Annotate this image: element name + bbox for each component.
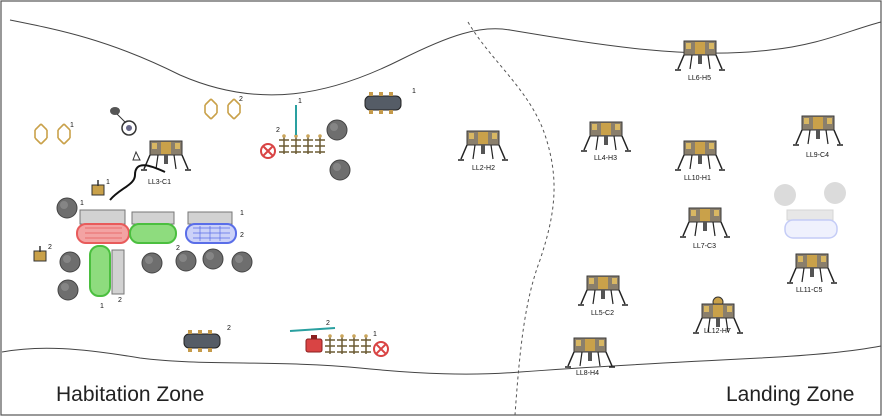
equipment-box-icon: 1 <box>91 179 110 196</box>
lander-label-ll6: LL6-H5 <box>688 75 711 82</box>
lander-icon <box>692 296 744 334</box>
lander-icon <box>792 115 844 146</box>
lander-label-ll10: LL10-H1 <box>684 175 711 182</box>
crater <box>326 119 348 141</box>
svg-text:1: 1 <box>240 210 244 217</box>
habitation-zone-label: Habitation Zone <box>56 383 205 406</box>
lander-icon <box>457 130 509 161</box>
planned-habitat-ghost <box>774 182 846 239</box>
lower-boundary-line <box>1 345 882 375</box>
lander-label-ll4: LL4-H3 <box>594 155 617 162</box>
cable-line <box>109 164 166 201</box>
svg-text:2: 2 <box>276 127 280 134</box>
lander-icon <box>674 140 726 171</box>
pressurized-rover-icon <box>183 329 221 353</box>
hardware-assembly: 2 1 <box>260 98 326 159</box>
lander-label-ll8: LL8-H4 <box>576 370 599 377</box>
svg-text:1: 1 <box>70 122 74 129</box>
lander-icon <box>577 275 629 306</box>
crater <box>202 248 224 270</box>
svg-text:1: 1 <box>412 88 416 95</box>
crater <box>59 251 81 273</box>
equipment-box-icon: 2 <box>33 244 52 262</box>
balloon-icon <box>110 107 137 136</box>
svg-text:1: 1 <box>298 98 302 105</box>
lander-icon <box>564 337 616 368</box>
hardware-assembly-lower: 2 1 <box>289 320 389 357</box>
zone-divider-dashed <box>467 21 555 416</box>
flag-marker <box>132 150 141 161</box>
lander-label-ll5: LL5-C2 <box>591 310 614 317</box>
habitat-module-green <box>129 211 177 244</box>
crater <box>329 159 351 181</box>
landing-zone-label: Landing Zone <box>726 383 855 406</box>
svg-text:1: 1 <box>80 200 84 207</box>
crater <box>175 250 197 272</box>
habitat-module-green-vertical: 1 2 <box>89 245 125 310</box>
habitat-module-red <box>76 209 130 244</box>
surface-structure-icon <box>204 98 218 120</box>
habitat-module-blue: 1 2 <box>185 210 244 244</box>
lander-icon <box>786 253 838 284</box>
surface-structure-icon <box>57 123 71 145</box>
lander-icon <box>679 207 731 238</box>
pressurized-rover-icon <box>364 91 402 115</box>
svg-text:2: 2 <box>176 245 180 252</box>
lander-icon <box>674 40 726 71</box>
svg-text:2: 2 <box>326 320 330 327</box>
svg-text:2: 2 <box>48 244 52 251</box>
svg-text:2: 2 <box>118 297 122 304</box>
lander-label-ll9: LL9-C4 <box>806 152 829 159</box>
svg-text:2: 2 <box>239 96 243 103</box>
crater <box>57 279 79 301</box>
crater <box>231 251 253 273</box>
lander-label-ll11: LL11-C5 <box>796 287 822 294</box>
surface-structure-icon <box>34 123 48 145</box>
lander-label-ll3: LL3-C1 <box>148 179 171 186</box>
svg-text:2: 2 <box>240 232 244 239</box>
lander-label-ll2: LL2-H2 <box>472 165 495 172</box>
lander-label-ll7: LL7-C3 <box>693 243 716 250</box>
upper-boundary-line <box>9 19 882 96</box>
svg-text:2: 2 <box>227 325 231 332</box>
svg-text:1: 1 <box>100 303 104 310</box>
lander-label-ll12: LL12-H7 <box>704 328 731 335</box>
svg-text:1: 1 <box>373 331 377 338</box>
crater <box>56 197 78 219</box>
crater <box>141 252 163 274</box>
lander-icon <box>580 121 632 152</box>
svg-text:1: 1 <box>106 179 110 186</box>
